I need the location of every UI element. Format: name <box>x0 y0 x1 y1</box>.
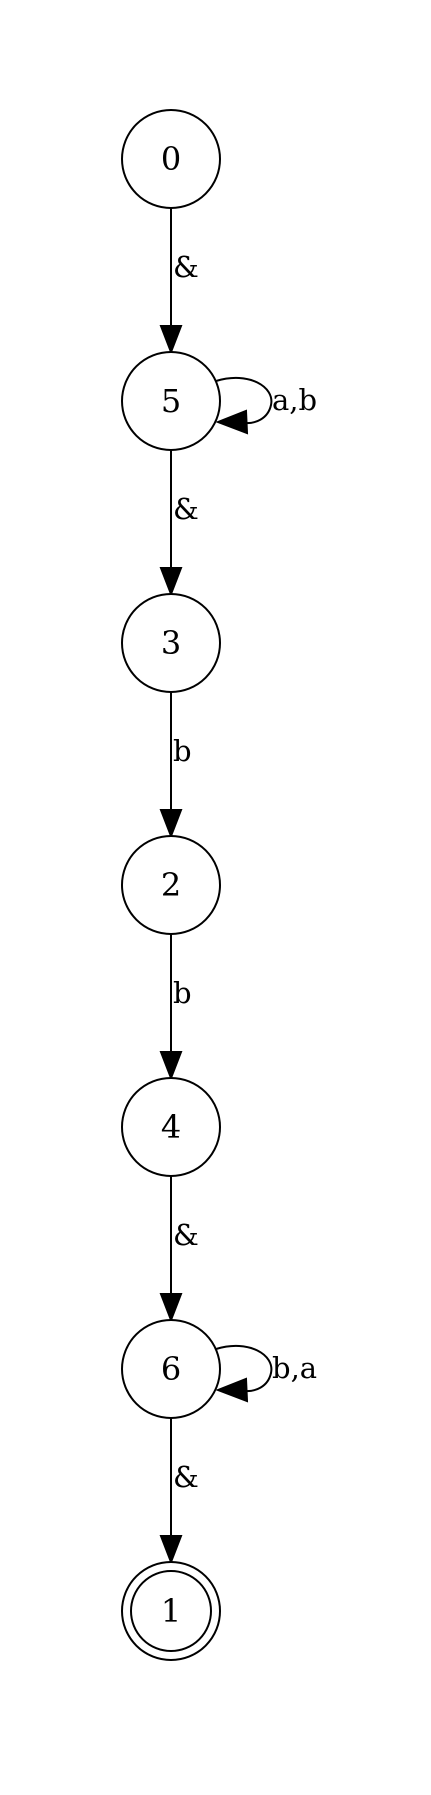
state-label: 5 <box>161 382 181 420</box>
transition-4-6 <box>159 1176 183 1323</box>
states-layer: 0 5 3 2 4 6 1 <box>121 109 221 1661</box>
transition-label: b <box>173 976 192 1010</box>
state-label: 3 <box>161 624 181 662</box>
state-node-2: 2 <box>121 835 221 935</box>
transition-label: & <box>173 492 199 526</box>
state-circle <box>121 1077 221 1177</box>
state-label: 6 <box>161 1350 181 1388</box>
transition-labels-layer: & a,b & b b & b,a & <box>173 250 317 1494</box>
transitions-layer <box>159 208 273 1565</box>
transition-label: a,b <box>272 383 317 417</box>
arrowhead <box>159 1293 183 1323</box>
accepting-ring <box>130 1570 212 1652</box>
state-circle <box>121 835 221 935</box>
state-circle <box>121 109 221 209</box>
arrowhead <box>159 1535 183 1565</box>
self-loop-line <box>215 1344 273 1393</box>
arrowhead <box>159 809 183 839</box>
arrowhead <box>215 1377 249 1403</box>
transition-6-6 <box>215 1344 273 1403</box>
arrowhead <box>159 325 183 355</box>
state-label: 1 <box>161 1592 181 1630</box>
transition-3-2 <box>159 692 183 839</box>
transition-5-3 <box>159 450 183 597</box>
state-label: 2 <box>161 866 181 904</box>
transition-0-5 <box>159 208 183 355</box>
state-node-3: 3 <box>121 593 221 693</box>
arrowhead <box>159 567 183 597</box>
transition-label: & <box>173 1218 199 1252</box>
state-node-5: 5 <box>121 351 221 451</box>
transition-label: b <box>173 734 192 768</box>
state-circle <box>121 1319 221 1419</box>
transition-2-4 <box>159 934 183 1081</box>
state-node-4: 4 <box>121 1077 221 1177</box>
state-circle <box>121 593 221 693</box>
transition-label: & <box>173 1460 199 1494</box>
state-node-1: 1 <box>121 1561 221 1661</box>
state-node-0: 0 <box>121 109 221 209</box>
state-circle <box>121 351 221 451</box>
self-loop-line <box>215 376 273 425</box>
arrowhead <box>215 409 249 435</box>
state-label: 0 <box>161 140 181 178</box>
transition-6-1 <box>159 1418 183 1565</box>
arrowhead <box>159 1051 183 1081</box>
transition-label: & <box>173 250 199 284</box>
state-node-6: 6 <box>121 1319 221 1419</box>
state-label: 4 <box>161 1108 181 1146</box>
transition-5-5 <box>215 376 273 435</box>
transition-label: b,a <box>272 1351 317 1385</box>
